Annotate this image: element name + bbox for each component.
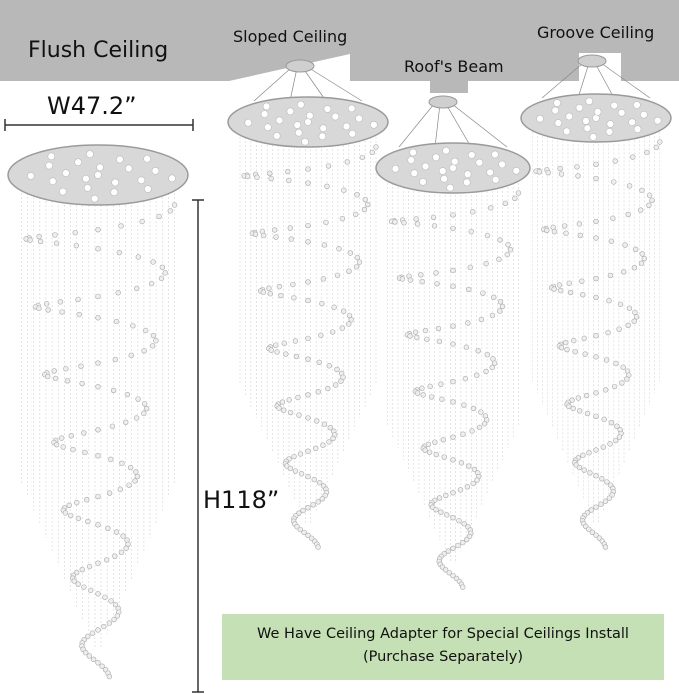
- note-line-2: (Purchase Separately): [362, 649, 524, 665]
- note-line-1: We Have Ceiling Adapter for Special Ceil…: [257, 626, 629, 642]
- adapter-note: We Have Ceiling Adapter for Special Ceil…: [222, 614, 664, 680]
- flush-ceiling-label: Flush Ceiling: [28, 38, 169, 63]
- width-label: W47.2”: [47, 92, 137, 120]
- roofs-beam-label: Roof's Beam: [404, 57, 504, 76]
- height-label: H118”: [203, 486, 280, 514]
- sloped-ceiling-label: Sloped Ceiling: [233, 27, 348, 46]
- groove-ceiling-label: Groove Ceiling: [537, 23, 655, 42]
- ceiling: [0, 0, 679, 93]
